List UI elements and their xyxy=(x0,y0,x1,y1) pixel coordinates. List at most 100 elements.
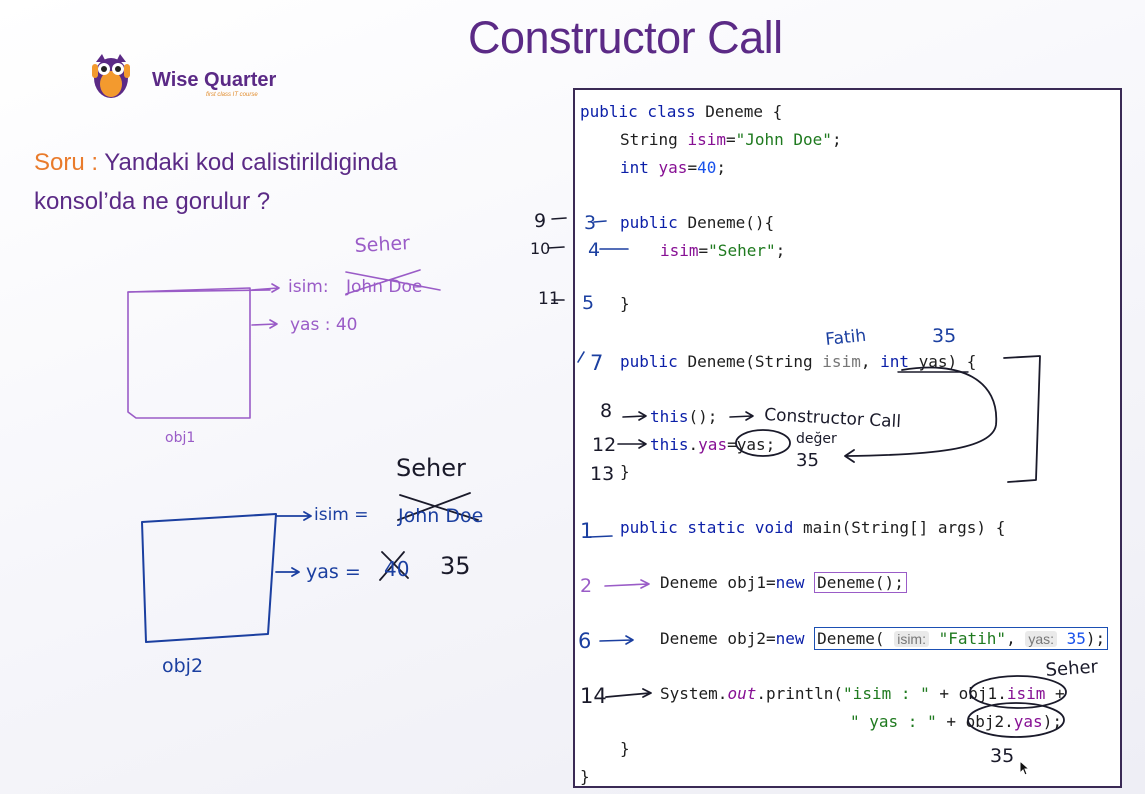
annotation-step-11: 11 xyxy=(538,289,560,309)
code-line-3: int yas=40; xyxy=(620,158,726,178)
code-line-12: Deneme obj1=new Deneme(); xyxy=(660,572,907,593)
code-token: int xyxy=(880,352,919,371)
code-token: (){ xyxy=(745,213,775,232)
code-token: Deneme xyxy=(687,213,746,232)
code-line-15: " yas : " + obj2.yas); xyxy=(850,712,1062,732)
code-token: Deneme( xyxy=(817,629,885,648)
code-token: ; xyxy=(765,435,776,454)
annotation-isim-mid: isim = xyxy=(314,505,369,525)
code-token: "Fatih" xyxy=(938,629,1007,648)
code-token: + xyxy=(929,684,959,703)
code-token: yas xyxy=(1013,712,1043,731)
annotation-isim-top: isim: xyxy=(288,277,329,297)
code-token: isim xyxy=(660,241,699,260)
code-token: (String xyxy=(745,352,823,371)
code-line-16: } xyxy=(620,739,630,759)
code-token: } xyxy=(580,767,590,786)
code-token: ; xyxy=(716,158,726,177)
code-token: (); xyxy=(688,407,718,426)
code-token: this xyxy=(650,407,689,426)
code-token: int xyxy=(620,158,659,177)
code-token: main xyxy=(803,518,842,537)
code-token: ; xyxy=(831,130,842,149)
code-token: + xyxy=(936,712,966,731)
code-token: yas xyxy=(658,158,688,177)
annotation-john-doe-mid: John Doe xyxy=(397,505,483,527)
code-token: " yas : " xyxy=(850,712,937,731)
annotation-obj2: obj2 xyxy=(162,655,203,677)
code-line-6: } xyxy=(620,294,630,314)
question-text: Soru : Yandaki kod calistirildiginda kon… xyxy=(34,143,504,221)
code-token: = xyxy=(698,241,709,260)
code-token: public class xyxy=(580,102,696,121)
annotation-forty: 40 xyxy=(384,557,409,581)
code-token: "isim : " xyxy=(843,684,930,703)
code-token: , xyxy=(1006,629,1026,648)
mouse-cursor-icon xyxy=(1019,760,1031,776)
logo-name: Wise Quarter xyxy=(152,69,277,91)
code-token: new xyxy=(775,629,815,648)
code-line-10: } xyxy=(620,462,630,482)
question-body: Yandaki kod calistirildiginda konsol’da … xyxy=(34,149,398,215)
code-token: System. xyxy=(660,684,728,703)
code-token: public xyxy=(620,352,688,371)
code-line-11: public static void main(String[] args) { xyxy=(620,518,1005,538)
code-token: (String[] args) { xyxy=(841,518,1006,537)
code-token: Deneme obj2= xyxy=(660,629,776,648)
code-token: new xyxy=(775,573,815,592)
code-token: = xyxy=(687,158,698,177)
code-line-4: public Deneme(){ xyxy=(620,213,774,233)
code-token: = xyxy=(725,130,736,149)
obj2-constructor-call: Deneme( isim: "Fatih", yas: 35); xyxy=(814,627,1109,650)
code-token: obj2. xyxy=(965,712,1014,731)
code-token: Deneme obj1= xyxy=(660,573,776,592)
code-token: obj1. xyxy=(958,684,1007,703)
annotation-step-9: 9 xyxy=(534,210,546,232)
code-token: "John Doe" xyxy=(735,130,832,149)
annotation-yas-mid: yas = xyxy=(306,561,361,583)
code-token: } xyxy=(620,739,630,758)
code-token: "Seher" xyxy=(708,241,776,260)
code-line-13: Deneme obj2=new Deneme( isim: "Fatih", y… xyxy=(660,627,1109,650)
code-token: } xyxy=(620,462,630,481)
code-line-8: this(); xyxy=(650,407,717,427)
code-line-5: isim="Seher"; xyxy=(660,241,785,261)
owl-logo-icon xyxy=(92,54,130,98)
code-token: } xyxy=(620,294,630,313)
code-token: yas xyxy=(736,435,766,454)
annotation-john-doe-top: John Doe xyxy=(345,277,422,297)
code-token: isim xyxy=(1006,684,1046,703)
code-line-9: this.yas=yas; xyxy=(650,435,775,455)
annotation-thirtyfive-mid: 35 xyxy=(440,552,471,580)
code-token: ); xyxy=(1085,629,1106,648)
code-line-17: } xyxy=(580,767,590,787)
param-hint: isim: xyxy=(894,631,929,647)
obj1-constructor-call: Deneme(); xyxy=(814,572,907,593)
code-token: ; xyxy=(775,241,786,260)
code-token: isim xyxy=(822,352,861,371)
code-line-1: public class Deneme { xyxy=(580,102,782,122)
code-token: isim xyxy=(687,130,726,149)
code-token: public xyxy=(620,213,688,232)
code-token: this xyxy=(650,435,689,454)
wise-quarter-logo: Wise Quarter first class IT course xyxy=(88,52,288,104)
code-token: yas xyxy=(698,435,728,454)
code-token: , xyxy=(860,352,881,371)
code-token: = xyxy=(727,435,737,454)
code-line-7: public Deneme(String isim, int yas) { xyxy=(620,352,976,372)
code-panel: public class Deneme { String isim="John … xyxy=(573,88,1122,788)
annotation-seher-mid: Seher xyxy=(396,454,466,482)
param-hint: yas: xyxy=(1025,631,1058,647)
question-label: Soru : xyxy=(34,149,99,176)
code-line-14: System.out.println("isim : " + obj1.isim… xyxy=(660,684,1065,704)
code-token: public static void xyxy=(620,518,804,537)
code-token: yas xyxy=(918,352,948,371)
annotation-obj1: obj1 xyxy=(165,430,195,446)
code-token: ) { xyxy=(947,352,977,371)
code-token: { xyxy=(763,102,783,121)
code-token: Deneme xyxy=(687,352,746,371)
logo-tagline: first class IT course xyxy=(206,92,258,98)
annotation-seher-top: Seher xyxy=(354,232,411,257)
slide-title: Constructor Call xyxy=(468,12,783,63)
code-token: . xyxy=(688,435,699,454)
